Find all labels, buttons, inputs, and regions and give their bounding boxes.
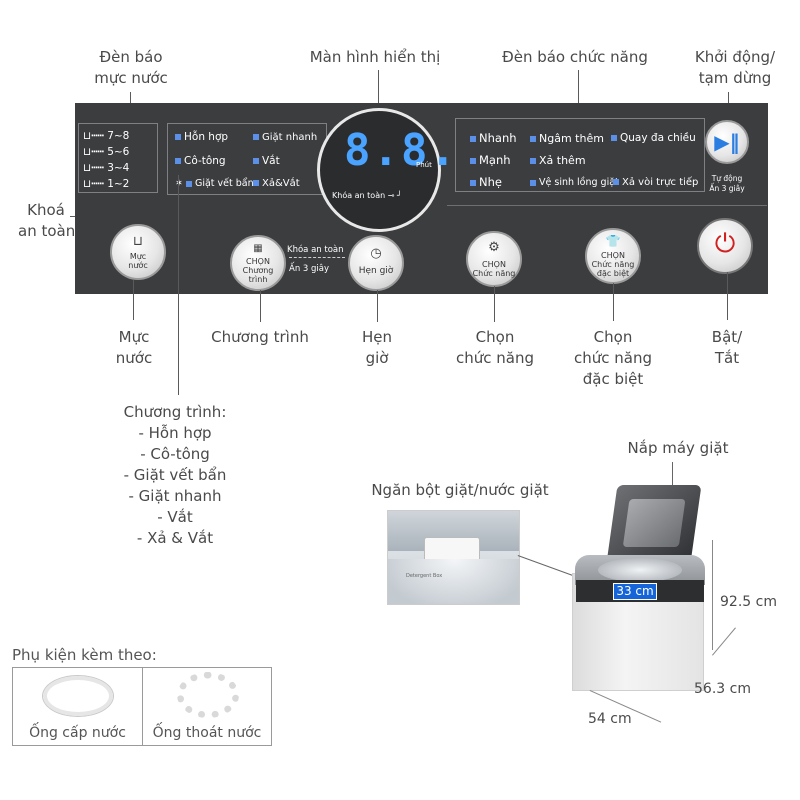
- leader-line: [178, 175, 179, 395]
- accessory-inlet-hose: Ống cấp nước: [12, 667, 143, 746]
- function-item: Nhẹ: [470, 176, 502, 189]
- water-level-row: ⊔┅┅ 1~2: [83, 178, 130, 190]
- program-button-label: CHỌN Chương trình: [242, 257, 274, 284]
- program-item: Hỗn hợp: [175, 131, 228, 144]
- water-level-row: ⊔┅┅ 3~4: [83, 162, 130, 174]
- callout-start-pause: Khởi động/ tạm dừng: [694, 48, 776, 87]
- water-level-indicator-box: [78, 123, 158, 193]
- callout-safety-lock: Khoá an toàn: [18, 201, 76, 240]
- water-level-row: ⊔┅┅ 7~8: [83, 130, 130, 142]
- leader-line: [578, 70, 579, 118]
- callout-program: Chương trình: [211, 328, 309, 346]
- clock-icon: ◷: [370, 246, 382, 261]
- power-icon: ⏻: [714, 229, 736, 259]
- accessory-label: Ống thoát nước: [152, 725, 262, 741]
- drum-size-label: 33 cm: [613, 583, 657, 600]
- panel-divider: [447, 205, 767, 206]
- choose-function-button-label: CHỌN Chức năng: [472, 260, 516, 278]
- timer-button-label: Hẹn giờ: [358, 266, 394, 276]
- callout-power: Bật/ Tắt: [711, 328, 743, 367]
- accessories-title: Phụ kiện kèm theo:: [12, 646, 157, 664]
- water-level-icon: ⊔┅┅: [83, 130, 108, 142]
- program-item: Vắt: [253, 155, 280, 168]
- callout-lid: Nắp máy giặt: [627, 439, 729, 457]
- water-level-icon: ⊔┅┅: [83, 178, 108, 190]
- depth-dimension: 56.3 cm: [694, 681, 751, 697]
- lock-hint-label: Khóa an toàn: [287, 245, 344, 255]
- callout-water-level-lights: Đèn báo mực nước: [94, 48, 168, 87]
- function-item: Xả thêm: [530, 154, 586, 167]
- callout-timer: Hẹn giờ: [361, 328, 392, 367]
- tray-text: Detergent Box: [406, 573, 443, 579]
- display-window: 8.8. Phút Khóa an toàn ⊸ ┘: [317, 108, 456, 232]
- leader-line: [377, 290, 378, 322]
- function-item: Xả vòi trực tiếp: [613, 176, 698, 189]
- width-dimension: 54 cm: [588, 711, 632, 727]
- program-item: Cô-tông: [175, 155, 226, 168]
- display-lock-label: Khóa an toàn ⊸ ┘: [332, 191, 402, 200]
- callout-choose-function: Chọn chức năng: [455, 328, 534, 367]
- choose-special-button-label: CHỌN Chức năng đặc biệt: [591, 251, 635, 278]
- function-item: Ngâm thêm: [530, 132, 604, 145]
- key-icon: ⊸: [387, 191, 395, 200]
- height-dimension: 92.5 cm: [720, 594, 777, 610]
- leader-line: [260, 290, 261, 322]
- choose-function-button[interactable]: ⚙ CHỌN Chức năng: [466, 231, 522, 287]
- callout-display: Màn hình hiển thị: [309, 48, 441, 66]
- water-level-button[interactable]: ⊔ Mực nước: [110, 224, 166, 280]
- inlet-hose-icon: [43, 676, 113, 716]
- function-item: Mạnh: [470, 154, 511, 167]
- accessory-drain-hose: Ống thoát nước: [142, 667, 272, 746]
- program-button[interactable]: ▦ CHỌN Chương trình: [230, 235, 286, 291]
- start-pause-button[interactable]: ▶‖: [705, 120, 749, 164]
- water-level-icon: ⊔┅┅: [83, 146, 108, 158]
- leader-line: [494, 286, 495, 322]
- water-level-icon: ⊔┅┅: [83, 162, 108, 174]
- callout-choose-special: Chọn chức năng đặc biệt: [573, 328, 652, 388]
- accessory-label: Ống cấp nước: [29, 725, 126, 741]
- function-indicator-box: [455, 118, 705, 192]
- water-level-row: ⊔┅┅ 5~6: [83, 146, 130, 158]
- stain-icon: ✶: [175, 178, 186, 189]
- display-unit: Phút: [416, 161, 432, 169]
- auto-start-label: Tự động Ấn 3 giây: [709, 174, 745, 193]
- leader-line: [727, 272, 728, 320]
- detergent-tray-photo: Detergent Box: [387, 510, 520, 605]
- drain-hose-icon: [177, 672, 239, 718]
- lock-hint-divider: [289, 257, 345, 258]
- washing-machine-lid: [606, 485, 702, 563]
- function-item: Vệ sinh lồng giặt: [530, 176, 619, 189]
- callout-detergent-tray: Ngăn bột giặt/nước giặt: [371, 481, 549, 499]
- display-digits: 8.8.: [344, 125, 458, 176]
- program-item: Giặt nhanh: [253, 131, 317, 144]
- callout-water-level: Mực nước: [115, 328, 153, 367]
- program-item: Xả&Vắt: [253, 177, 300, 190]
- leader-line: [613, 283, 614, 321]
- timer-button[interactable]: ◷ Hẹn giờ: [348, 235, 404, 291]
- program-grid-icon: ▦: [253, 243, 263, 254]
- function-item: Quay đa chiều: [611, 132, 696, 145]
- callout-program-list: Chương trình: - Hỗn hợp - Cô-tông - Giặt…: [123, 403, 227, 547]
- program-item: ✶ Giặt vết bẩn: [175, 178, 254, 189]
- washing-machine-drum: [598, 558, 682, 582]
- shirt-icon: 👕: [605, 234, 621, 248]
- water-level-button-label: Mực nước: [128, 252, 148, 270]
- control-panel: ⊔┅┅ 7~8 ⊔┅┅ 5~6 ⊔┅┅ 3~4 ⊔┅┅ 1~2 Hỗn hợp …: [75, 103, 768, 294]
- choose-special-button[interactable]: 👕 CHỌN Chức năng đặc biệt: [585, 228, 641, 284]
- play-pause-icon: ▶‖: [714, 130, 740, 154]
- dimension-line-depth: [712, 627, 736, 656]
- leader-line: [378, 70, 379, 112]
- dimension-line-height: [712, 540, 713, 650]
- water-level-icon: ⊔: [132, 234, 144, 249]
- lock-hint-duration: Ấn 3 giây: [289, 264, 330, 274]
- function-item: Nhanh: [470, 132, 517, 145]
- callout-function-lights: Đèn báo chức năng: [502, 48, 648, 66]
- leader-line: [133, 280, 134, 320]
- power-button[interactable]: ⏻: [697, 218, 753, 274]
- gear-icon: ⚙: [488, 240, 500, 255]
